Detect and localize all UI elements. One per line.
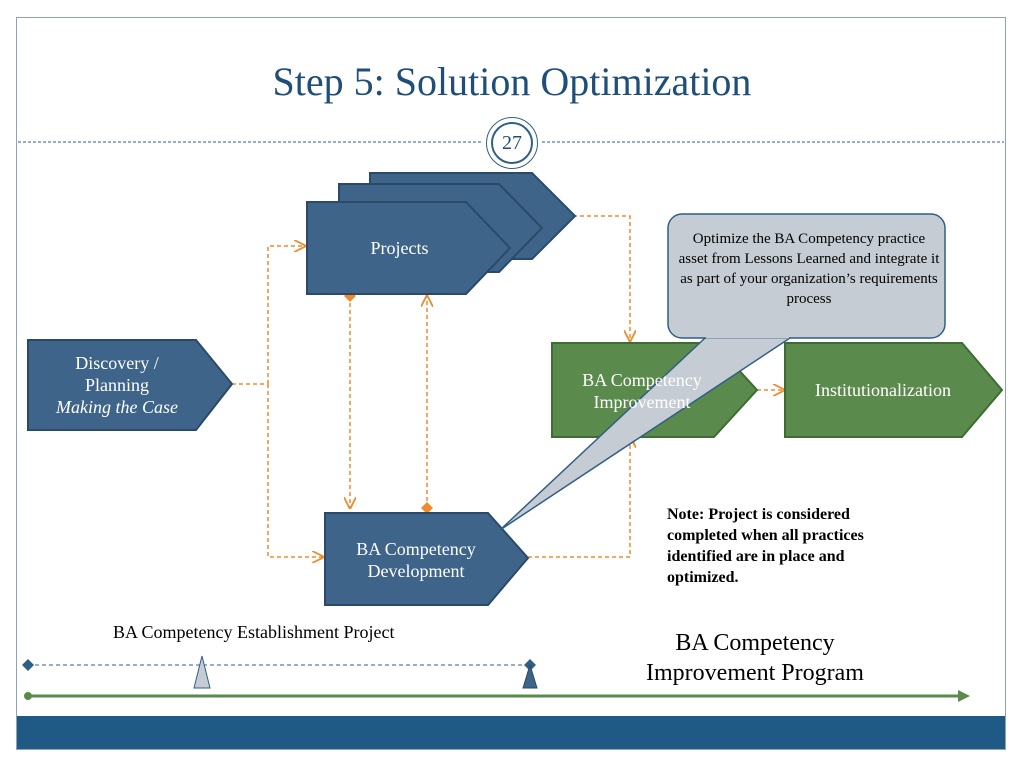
connector-development-to-improvement bbox=[528, 437, 630, 558]
projects-stack bbox=[306, 172, 577, 295]
discovery-label: Discovery / Planning Making the Case bbox=[28, 352, 206, 418]
connectors bbox=[232, 215, 784, 558]
connector-to-development bbox=[267, 384, 323, 557]
development-shape bbox=[324, 512, 530, 606]
connector-to-projects bbox=[267, 246, 305, 384]
projects-label: Projects bbox=[370, 238, 429, 258]
improvement-program-label-line2: Improvement Program bbox=[646, 660, 864, 686]
improvement-label-line1: BA Competency bbox=[582, 370, 702, 390]
timeline-start-diamond bbox=[22, 659, 34, 671]
discovery-label-line2: Planning bbox=[84, 375, 149, 395]
note-text: Note: Project is considered completed wh… bbox=[667, 506, 864, 586]
institutionalization-label: Institutionalization bbox=[815, 380, 951, 400]
development-label-line1: BA Competency bbox=[356, 539, 476, 559]
milestone-marker-dark bbox=[522, 663, 538, 689]
improvement-label-line2: Improvement bbox=[593, 392, 691, 412]
improvement-program-label: BA Competency Improvement Program bbox=[615, 628, 895, 688]
projects-shape-front bbox=[306, 201, 512, 295]
program-arrowhead bbox=[958, 690, 970, 702]
slide-title: Step 5: Solution Optimization bbox=[272, 59, 752, 104]
establishment-project-label: BA Competency Establishment Project bbox=[113, 622, 395, 642]
callout-text: Optimize the BA Competency practice asse… bbox=[678, 231, 940, 307]
callout-box bbox=[667, 213, 946, 339]
discovery-label-line1: Discovery / bbox=[75, 353, 159, 373]
improvement-label: BA Competency Improvement bbox=[552, 369, 732, 413]
program-start-dot bbox=[24, 692, 32, 700]
page-number-badge: 27 bbox=[486, 117, 538, 169]
footer-bar bbox=[17, 716, 1005, 749]
establishment-timeline bbox=[22, 655, 538, 689]
discovery-shape bbox=[27, 339, 234, 431]
institutionalization-shape bbox=[784, 342, 1004, 438]
development-label-line2: Development bbox=[367, 561, 465, 581]
development-label: BA Competency Development bbox=[325, 538, 507, 582]
page-number: 27 bbox=[491, 122, 533, 164]
discovery-label-line3: Making the Case bbox=[56, 397, 178, 417]
connector-projects-to-improvement bbox=[573, 215, 630, 341]
program-timeline bbox=[24, 690, 970, 702]
improvement-program-label-line1: BA Competency bbox=[675, 630, 835, 656]
callout-bubble bbox=[499, 213, 946, 531]
milestone-marker-light bbox=[193, 655, 211, 689]
